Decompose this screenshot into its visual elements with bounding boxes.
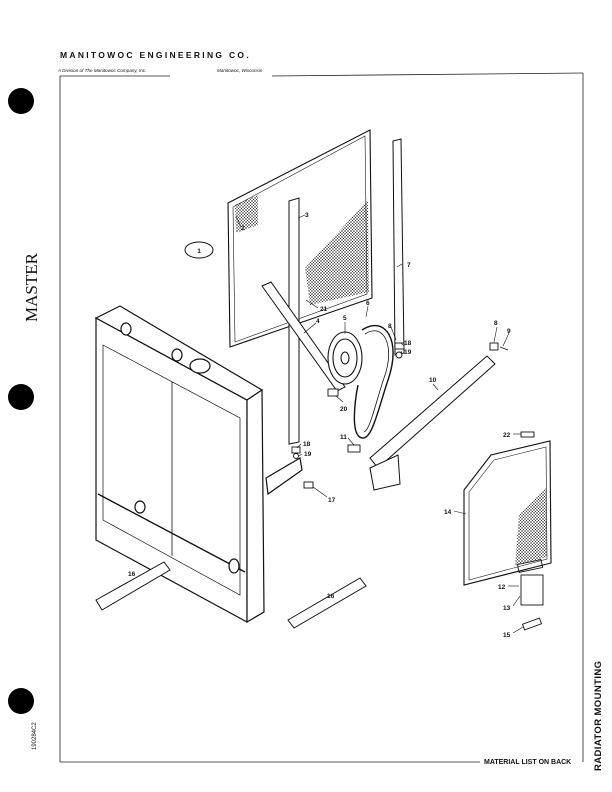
- callout-21: 21: [320, 306, 328, 313]
- callout-19-left: 19: [304, 451, 312, 458]
- binder-hole-bottom: [8, 688, 34, 714]
- radiator: [94, 305, 303, 624]
- callout-8-right: 8: [494, 320, 498, 327]
- division-line: A Division of The Manitowoc Company, Inc…: [58, 68, 147, 73]
- callout-18-right: 18: [404, 340, 412, 347]
- base-brackets: [95, 561, 367, 629]
- callout-6: 6: [366, 300, 370, 307]
- screen-panel-lower: [463, 440, 552, 586]
- callout-20: 20: [340, 406, 348, 413]
- company-name: MANITOWOC ENGINEERING CO.: [60, 50, 251, 60]
- callout-15: 15: [503, 632, 511, 639]
- view-badge: 1: [184, 241, 214, 259]
- callout-13: 13: [503, 605, 511, 612]
- binder-hole-top: [8, 88, 34, 114]
- material-list-note: MATERIAL LIST ON BACK: [484, 759, 572, 766]
- callout-16-right: 16: [327, 593, 335, 600]
- callout-17: 17: [328, 497, 336, 504]
- hardware-parts: [291, 342, 544, 631]
- binder-hole-middle: [8, 384, 34, 410]
- callout-11: 11: [340, 434, 347, 441]
- callout-3: 3: [305, 212, 309, 219]
- callout-numbers: 2 3 7 21 4 5 6 8 18 19 8 9 10 20 11 18 1…: [128, 212, 511, 639]
- callout-12: 12: [498, 584, 506, 591]
- callout-4: 4: [316, 318, 320, 325]
- page-border: [59, 72, 584, 763]
- callout-8-left: 8: [388, 323, 392, 330]
- callout-2: 2: [241, 225, 245, 232]
- callout-14: 14: [444, 509, 452, 516]
- diagonal-braces: [261, 281, 496, 491]
- leader-lines: [235, 214, 524, 634]
- callout-22: 22: [503, 432, 511, 439]
- screen-panel-upper: [227, 129, 373, 348]
- callout-9: 9: [507, 328, 511, 335]
- callout-7: 7: [407, 262, 411, 269]
- fan-pulley: [327, 324, 394, 439]
- callout-10: 10: [429, 377, 437, 384]
- callout-19-right: 19: [404, 349, 412, 356]
- location-line: Manitowoc, Wisconsin: [217, 68, 263, 73]
- view-badge-label: 1: [197, 248, 201, 255]
- callout-16-left: 16: [128, 571, 136, 578]
- callout-5: 5: [343, 315, 347, 322]
- callout-18-left: 18: [303, 441, 311, 448]
